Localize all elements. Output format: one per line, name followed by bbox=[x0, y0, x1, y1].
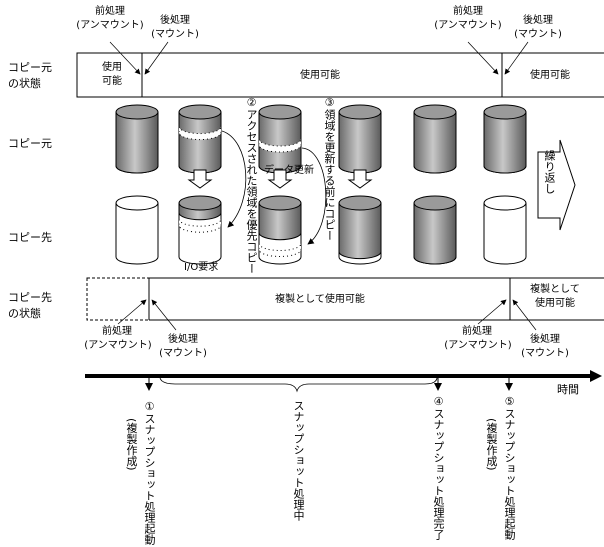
step5-sub-label: (複製作成) bbox=[485, 418, 498, 471]
step1-label: ①スナップショット処理起動 bbox=[143, 400, 156, 545]
disk-cylinder-icon bbox=[115, 104, 159, 174]
step5-label: ⑤スナップショット処理起動 bbox=[503, 395, 516, 540]
down-arrow-icon bbox=[187, 169, 213, 189]
post-process-sub: (マウント) bbox=[151, 29, 199, 40]
timeline-arrowhead bbox=[590, 370, 602, 382]
disk-cylinder-icon bbox=[115, 195, 159, 265]
pre-process-label: 前処理 bbox=[453, 6, 483, 17]
disk-cylinder-icon bbox=[413, 195, 457, 265]
time-axis-label: 時間 bbox=[557, 383, 579, 396]
pre-process-pointer bbox=[467, 41, 499, 75]
disk-cylinder-icon bbox=[258, 104, 302, 174]
pre-process-label: 前処理 bbox=[95, 6, 125, 17]
source-usable-left-1: 使用 bbox=[102, 62, 122, 73]
post-process-sub: (マウント) bbox=[514, 29, 562, 40]
source-usable-middle: 使用可能 bbox=[300, 70, 340, 81]
copied-area-band bbox=[258, 243, 302, 257]
disk-cylinder-icon bbox=[483, 104, 527, 174]
pre-process-label: 前処理 bbox=[462, 326, 492, 337]
post-process-label: 後処理 bbox=[160, 15, 190, 26]
post-process-sub: (マウント) bbox=[521, 348, 569, 359]
processing-label: スナップショット処理中 bbox=[292, 400, 305, 521]
disk-cylinder-icon bbox=[258, 195, 302, 265]
disk-cylinder-icon bbox=[338, 195, 382, 265]
dest-state-bar bbox=[148, 277, 604, 321]
copy-arrow bbox=[301, 147, 327, 245]
io-request-label: I/O要求 bbox=[184, 262, 219, 273]
post-process-pointer bbox=[504, 41, 529, 75]
pre-process-sub: (アンマウント) bbox=[434, 20, 502, 31]
dest-usable-middle: 複製として使用可能 bbox=[275, 294, 365, 305]
disk-cylinder-icon bbox=[178, 195, 222, 265]
pre-process-sub: (アンマウント) bbox=[444, 340, 512, 351]
post-process-pointer bbox=[151, 299, 177, 331]
dest-label: コピー先 bbox=[8, 231, 52, 244]
processing-brace bbox=[159, 377, 438, 393]
pre-process-sub: (アンマウント) bbox=[84, 340, 152, 351]
copied-area-band bbox=[258, 138, 302, 153]
source-state-label-1: コピー元 bbox=[8, 61, 52, 74]
dest-usable-right-2: 使用可能 bbox=[535, 298, 575, 309]
post-process-pointer bbox=[144, 41, 169, 75]
data-update-label: データ更新 bbox=[264, 165, 314, 176]
pre-process-label: 前処理 bbox=[102, 326, 132, 337]
step3-label: ③領域を更新する前にコピー bbox=[323, 96, 336, 241]
dest-state-label-2: の状態 bbox=[8, 307, 41, 320]
pre-process-pointer bbox=[477, 299, 507, 325]
source-usable-right: 使用可能 bbox=[530, 70, 570, 81]
source-label: コピー元 bbox=[8, 137, 52, 150]
post-process-label: 後処理 bbox=[168, 334, 198, 345]
pre-process-sub: (アンマウント) bbox=[76, 20, 144, 31]
down-arrow-icon bbox=[267, 169, 293, 189]
post-process-pointer bbox=[512, 299, 537, 331]
repeat-arrow bbox=[537, 139, 576, 231]
copied-area-band bbox=[178, 126, 222, 141]
step4-label: ④スナップショット処理完了 bbox=[432, 395, 445, 540]
disk-cylinder-icon bbox=[413, 104, 457, 174]
step1-sub-label: (複製作成) bbox=[125, 418, 138, 471]
step2-label: ②アクセスされた領域を優先コピー bbox=[245, 96, 258, 274]
dest-state-label-1: コピー先 bbox=[8, 291, 52, 304]
dest-state-dashed bbox=[86, 277, 150, 321]
pre-process-pointer bbox=[109, 41, 141, 75]
post-process-label: 後処理 bbox=[523, 15, 553, 26]
source-usable-left-2: 可能 bbox=[102, 76, 122, 87]
copied-area-band bbox=[178, 219, 222, 233]
post-process-label: 後処理 bbox=[530, 334, 560, 345]
down-arrow-icon bbox=[347, 169, 373, 189]
pre-process-pointer bbox=[117, 299, 147, 325]
source-state-bar bbox=[76, 52, 604, 98]
disk-cylinder-icon bbox=[483, 195, 527, 265]
copy-arrow bbox=[221, 130, 247, 228]
disk-cylinder-icon bbox=[178, 104, 222, 174]
source-state-label-2: の状態 bbox=[8, 77, 41, 90]
dest-usable-right-1: 複製として bbox=[530, 284, 580, 295]
repeat-label: 繰り返し bbox=[543, 150, 556, 194]
disk-cylinder-icon bbox=[338, 104, 382, 174]
post-process-sub: (マウント) bbox=[159, 348, 207, 359]
